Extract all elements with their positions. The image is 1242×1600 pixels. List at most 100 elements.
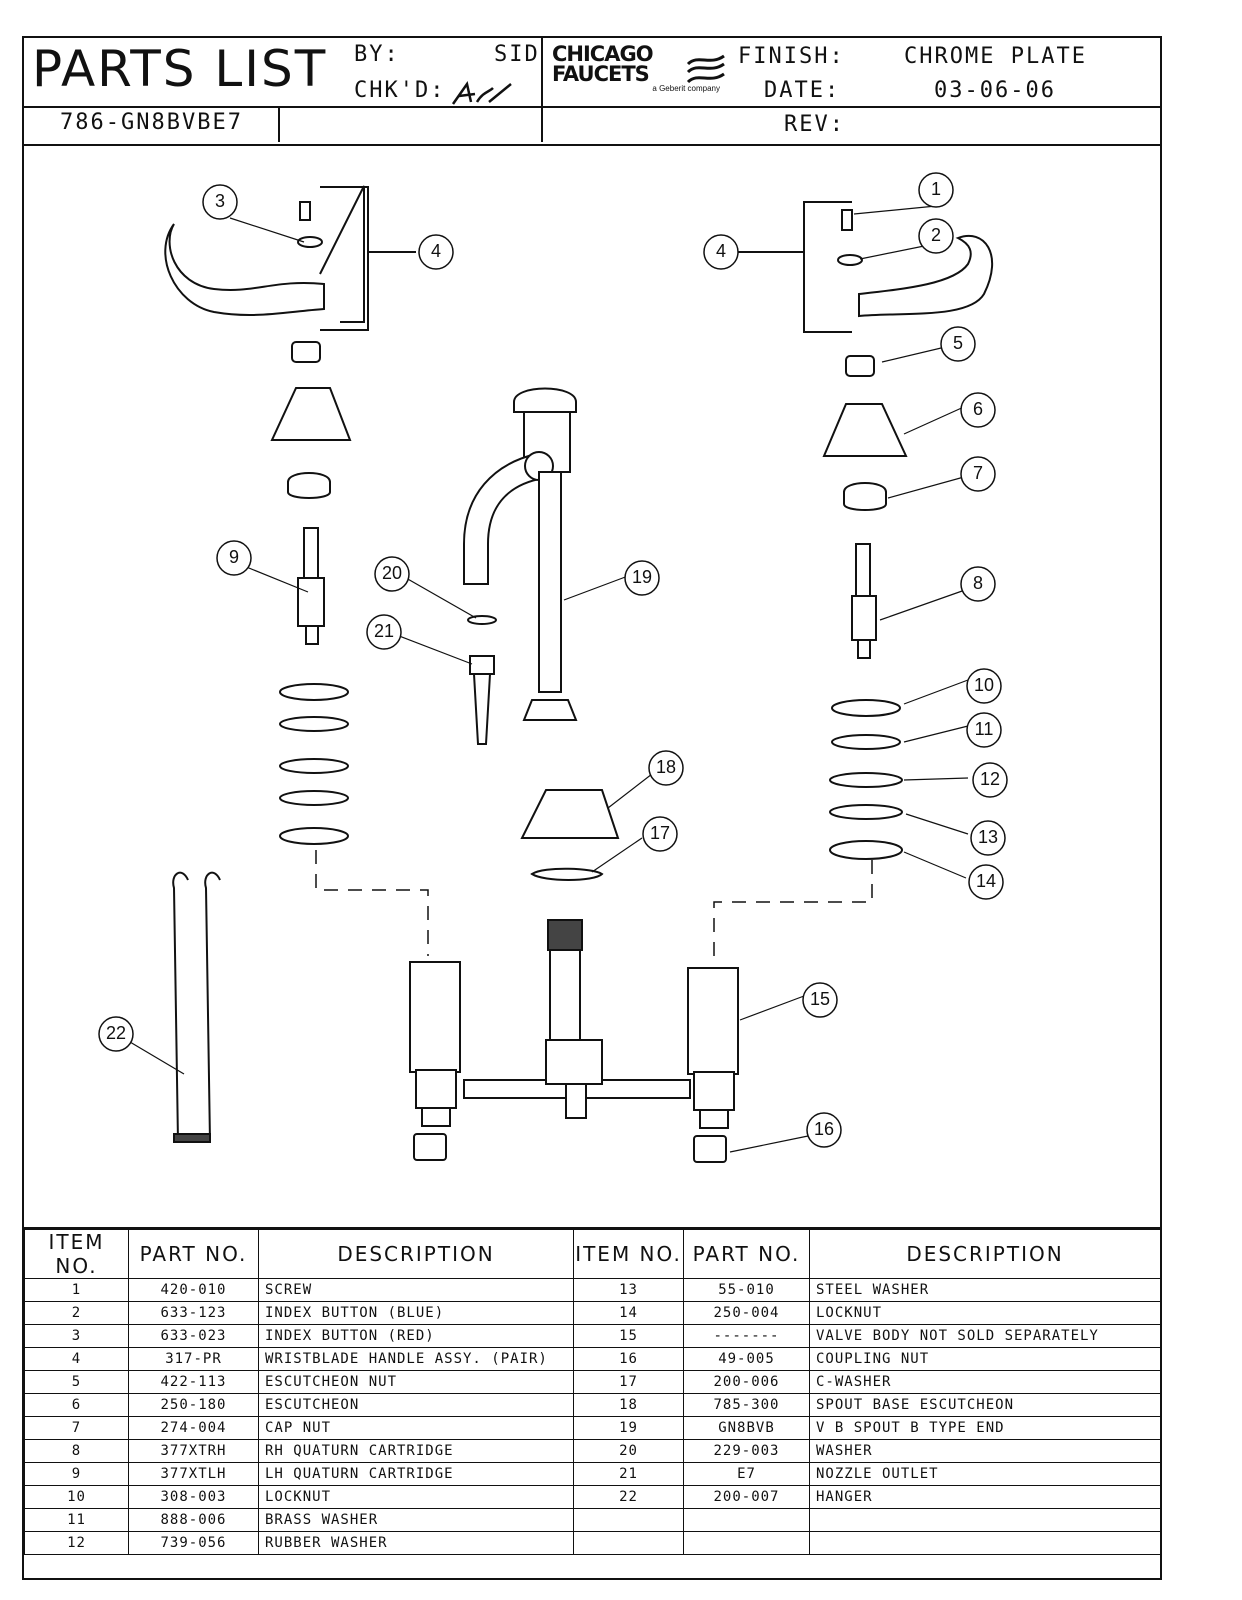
part-no-cell: 633-023 <box>128 1324 259 1348</box>
description-cell: VALVE BODY NOT SOLD SEPARATELY <box>809 1324 1161 1348</box>
item-no-cell: 12 <box>24 1531 129 1555</box>
balloon-21 <box>366 614 402 650</box>
left-steel-washer-icon <box>279 790 349 806</box>
part-no-cell: 377XTLH <box>128 1462 259 1486</box>
item-no-cell: 6 <box>24 1393 129 1417</box>
description-cell: V B SPOUT B TYPE END <box>809 1416 1161 1440</box>
c-washer-icon <box>530 867 604 881</box>
part-no-cell: 785-300 <box>683 1393 810 1417</box>
part-no-cell: 888-006 <box>128 1508 259 1532</box>
part-no-cell: 55-010 <box>683 1278 810 1302</box>
balloon-6 <box>960 392 996 428</box>
item-no-cell: 7 <box>24 1416 129 1440</box>
balloon-9 <box>216 540 252 576</box>
left-rubber-washer-icon <box>279 758 349 774</box>
title-block: PARTS LIST BY: SID CHK'D: 786-GN8BVBE7 C… <box>24 38 1160 146</box>
item-no-cell: 9 <box>24 1462 129 1486</box>
description-cell: HANGER <box>809 1485 1161 1509</box>
balloon-8 <box>960 566 996 602</box>
description-cell <box>809 1531 1161 1555</box>
description-cell <box>809 1508 1161 1532</box>
balloon-22 <box>98 1016 134 1052</box>
exploded-view-drawing: 3 4 1 2 4 5 6 7 8 9 10 11 12 13 14 15 16… <box>24 144 1160 1227</box>
right-escutcheon-icon <box>822 403 908 457</box>
item-no-cell: 2 <box>24 1301 129 1325</box>
revision-label: REV: <box>784 112 845 137</box>
balloon-20 <box>374 556 410 592</box>
right-locknut-bottom-icon <box>829 840 903 860</box>
right-locknut-icon <box>831 699 901 717</box>
left-cap-nut-icon <box>287 472 331 499</box>
balloon-5 <box>940 326 976 362</box>
left-escutcheon-nut-icon <box>291 341 321 363</box>
balloon-10 <box>966 668 1002 704</box>
part-no-cell: E7 <box>683 1462 810 1486</box>
part-no-cell <box>683 1531 810 1555</box>
description-cell: STEEL WASHER <box>809 1278 1161 1302</box>
checked-label: CHK'D: <box>354 78 446 103</box>
left-valve-body-icon <box>409 961 461 1073</box>
balloon-1 <box>918 172 954 208</box>
item-no-cell: 20 <box>573 1439 684 1463</box>
checked-signature <box>451 80 512 105</box>
description-cell: RH QUATURN CARTRIDGE <box>258 1439 574 1463</box>
description-cell: WASHER <box>809 1439 1161 1463</box>
col-part-no: PART NO. <box>128 1229 259 1279</box>
spout-base-escutcheon-icon <box>520 789 620 839</box>
hanger-rod-2-icon <box>204 871 221 1143</box>
part-no-cell: 422-113 <box>128 1370 259 1394</box>
left-coupling-nut-icon <box>413 1133 447 1161</box>
right-escutcheon-nut-icon <box>845 355 875 377</box>
finish-label: FINISH: <box>738 44 845 69</box>
balloon-16 <box>806 1112 842 1148</box>
balloon-19 <box>624 560 660 596</box>
by-label: BY: <box>354 42 400 67</box>
balloon-11 <box>966 712 1002 748</box>
description-cell: INDEX BUTTON (RED) <box>258 1324 574 1348</box>
part-no-cell: 250-180 <box>128 1393 259 1417</box>
left-escutcheon-icon <box>270 387 352 441</box>
finish-value: CHROME PLATE <box>904 44 1087 69</box>
description-cell: WRISTBLADE HANDLE ASSY. (PAIR) <box>258 1347 574 1371</box>
part-no-cell: 633-123 <box>128 1301 259 1325</box>
balloon-4-left <box>418 234 454 270</box>
right-wristblade-handle-icon <box>858 234 994 318</box>
page-title: PARTS LIST <box>32 40 328 98</box>
col-description: DESCRIPTION <box>258 1229 574 1279</box>
description-cell: C-WASHER <box>809 1370 1161 1394</box>
item-no-cell: 11 <box>24 1508 129 1532</box>
part-no-cell: 274-004 <box>128 1416 259 1440</box>
left-wristblade-handle-icon <box>164 223 325 316</box>
parts-list-sheet: PARTS LIST BY: SID CHK'D: 786-GN8BVBE7 C… <box>22 36 1162 1580</box>
right-rubber-washer-icon <box>829 772 903 788</box>
item-no-cell: 5 <box>24 1370 129 1394</box>
left-index-button-icon <box>297 236 323 248</box>
description-cell: COUPLING NUT <box>809 1347 1161 1371</box>
item-no-cell: 16 <box>573 1347 684 1371</box>
item-no-cell: 18 <box>573 1393 684 1417</box>
part-no-cell <box>683 1508 810 1532</box>
item-no-cell: 22 <box>573 1485 684 1509</box>
left-locknut-icon <box>279 683 349 701</box>
balloon-17 <box>642 816 678 852</box>
description-cell: RUBBER WASHER <box>258 1531 574 1555</box>
left-brass-washer-icon <box>279 716 349 732</box>
balloon-12 <box>972 762 1008 798</box>
exploded-view-svg <box>129 185 994 1163</box>
spout-cap-icon <box>513 387 577 413</box>
description-cell: LH QUATURN CARTRIDGE <box>258 1462 574 1486</box>
model-number: 786-GN8BVBE7 <box>60 110 243 135</box>
part-no-cell: 308-003 <box>128 1485 259 1509</box>
description-cell: LOCKNUT <box>258 1485 574 1509</box>
description-cell: SPOUT BASE ESCUTCHEON <box>809 1393 1161 1417</box>
item-no-cell: 21 <box>573 1462 684 1486</box>
part-no-cell: 377XTRH <box>128 1439 259 1463</box>
right-steel-washer-icon <box>829 804 903 820</box>
part-no-cell: 250-004 <box>683 1301 810 1325</box>
